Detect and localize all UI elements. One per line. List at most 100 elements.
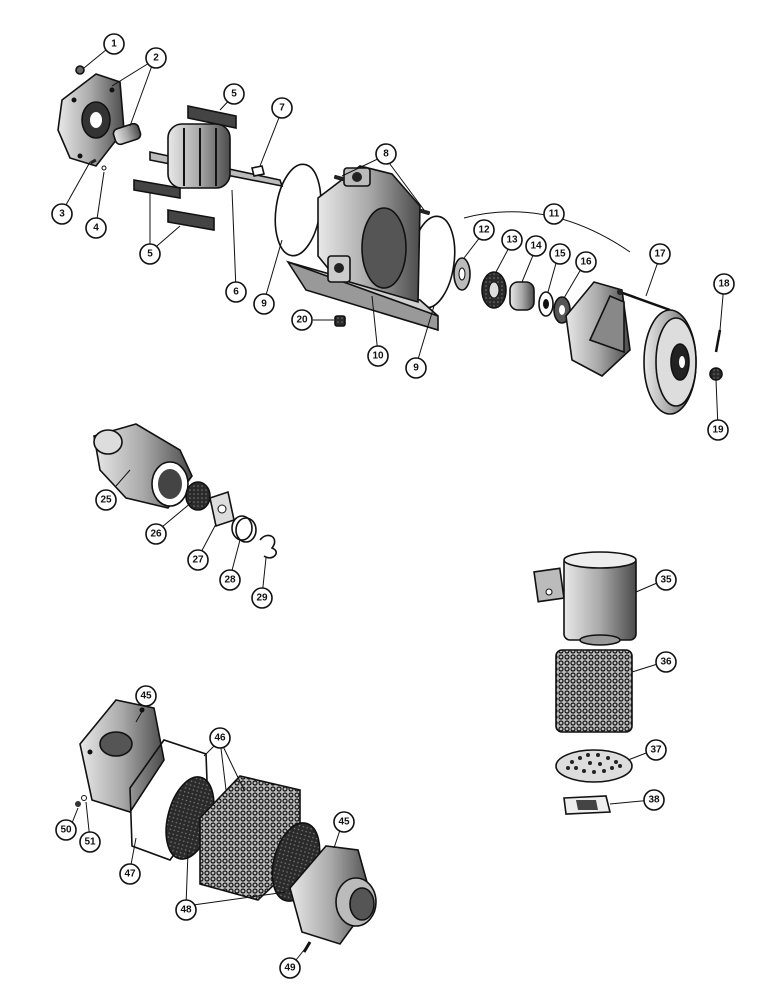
part-spacer xyxy=(509,281,535,311)
part-bearing xyxy=(481,271,507,309)
callout-1: 1 xyxy=(103,33,125,55)
callout-label: 10 xyxy=(372,351,384,362)
part-end-plate xyxy=(57,73,125,167)
callout-26: 26 xyxy=(145,523,167,545)
part-dowel-pins xyxy=(333,174,431,216)
callout-label: 9 xyxy=(413,363,419,374)
callout-17: 17 xyxy=(649,243,671,265)
callout-3: 3 xyxy=(51,203,73,225)
callout-37: 37 xyxy=(645,739,667,761)
callout-label: 12 xyxy=(478,225,490,236)
callout-28: 28 xyxy=(219,569,241,591)
callout-label: 17 xyxy=(654,249,666,260)
part-pump-body xyxy=(286,165,439,332)
callout-label: 45 xyxy=(140,691,152,702)
callout-36: 36 xyxy=(655,651,677,673)
callout-label: 1 xyxy=(111,39,117,50)
part-nut xyxy=(75,65,85,75)
callout-label: 29 xyxy=(256,593,268,604)
part-strainer-housing-right xyxy=(289,845,377,945)
callout-49: 49 xyxy=(279,957,301,979)
part-screw xyxy=(714,329,722,353)
callout-47: 47 xyxy=(119,863,141,885)
callout-50: 50 xyxy=(55,819,77,841)
callout-6: 6 xyxy=(225,281,247,303)
part-valve-disc xyxy=(185,481,211,511)
callout-label: 45 xyxy=(338,817,350,828)
part-pulley-nut xyxy=(709,367,723,381)
callout-label: 28 xyxy=(224,575,236,586)
callout-46: 46 xyxy=(209,727,231,749)
callout-label: 11 xyxy=(549,209,560,220)
callout-38: 38 xyxy=(643,789,665,811)
part-seal xyxy=(453,257,471,291)
callout-label: 35 xyxy=(660,575,672,586)
part-retainer-clip xyxy=(259,534,277,559)
callout-5-top: 5 xyxy=(223,83,245,105)
callout-12: 12 xyxy=(473,219,495,241)
callout-label: 20 xyxy=(296,315,308,326)
callout-label: 8 xyxy=(383,149,389,160)
part-filter-bowl xyxy=(533,551,637,646)
part-end-cover xyxy=(565,281,631,377)
part-strainer-nut-washer xyxy=(75,795,87,807)
callout-label: 38 xyxy=(648,795,660,806)
callout-label: 13 xyxy=(506,235,518,246)
part-rotor xyxy=(149,123,284,189)
callout-18: 18 xyxy=(713,273,735,295)
callout-13: 13 xyxy=(501,229,523,251)
callout-label: 4 xyxy=(93,223,99,234)
filter-assembly xyxy=(533,551,637,815)
part-perforated-plate xyxy=(555,749,633,783)
callout-label: 19 xyxy=(712,425,724,436)
part-strainer-bolt xyxy=(302,941,312,953)
part-plug xyxy=(334,315,346,327)
callout-10: 10 xyxy=(367,345,389,367)
part-strainer-housing-left xyxy=(79,699,165,813)
part-key xyxy=(251,165,265,177)
callout-label: 6 xyxy=(233,287,239,298)
callout-16: 16 xyxy=(575,251,597,273)
part-bracket xyxy=(563,795,612,815)
callout-label: 46 xyxy=(214,733,226,744)
part-pins xyxy=(89,158,107,171)
callout-label: 18 xyxy=(718,279,730,290)
callout-label: 26 xyxy=(150,529,162,540)
callout-label: 37 xyxy=(650,745,662,756)
callout-label: 51 xyxy=(84,837,96,848)
callout-51: 51 xyxy=(79,831,101,853)
callout-20: 20 xyxy=(291,309,313,331)
callout-48: 48 xyxy=(175,899,197,921)
callout-label: 25 xyxy=(100,495,112,506)
callout-15: 15 xyxy=(549,243,571,265)
part-filter-screen xyxy=(555,649,633,733)
callout-label: 5 xyxy=(231,89,237,100)
callout-27: 27 xyxy=(187,549,209,571)
valve-assembly xyxy=(93,423,277,559)
callout-label: 2 xyxy=(153,53,159,64)
callout-label: 7 xyxy=(279,103,285,114)
callout-45-bottom: 45 xyxy=(333,811,355,833)
callout-label: 47 xyxy=(124,869,136,880)
callout-11: 11 xyxy=(543,203,565,225)
part-long-bolt xyxy=(617,289,671,312)
callout-label: 27 xyxy=(192,555,204,566)
callout-5-bottom: 5 xyxy=(139,243,161,265)
part-vanes xyxy=(133,105,237,231)
part-valve-body xyxy=(93,423,193,509)
callout-35: 35 xyxy=(655,569,677,591)
callouts: 1 2 3 4 5 5 6 7 8 9 9 10 11 12 13 14 15 … xyxy=(51,33,735,979)
callout-7: 7 xyxy=(271,97,293,119)
pump-assembly xyxy=(57,65,723,415)
callout-label: 16 xyxy=(580,257,592,268)
part-washer xyxy=(538,291,554,317)
part-pulley xyxy=(643,309,697,415)
callout-29: 29 xyxy=(251,587,273,609)
callout-9-left: 9 xyxy=(253,293,275,315)
callout-label: 3 xyxy=(59,209,65,220)
callout-9-right: 9 xyxy=(405,357,427,379)
callout-19: 19 xyxy=(707,419,729,441)
part-valve-plate xyxy=(209,490,235,528)
callout-2: 2 xyxy=(145,47,167,69)
